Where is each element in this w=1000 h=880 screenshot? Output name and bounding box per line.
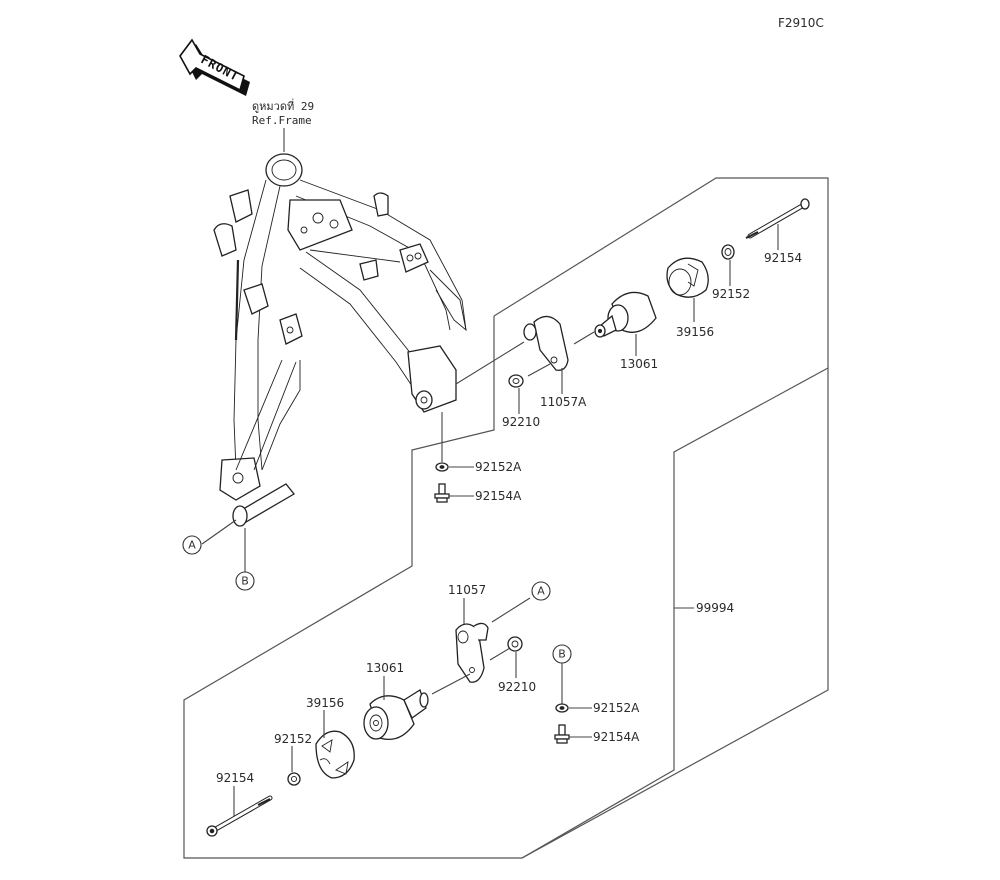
part-label-upper-92154A: 92154A (475, 489, 522, 503)
lower-cap-39156 (315, 730, 355, 779)
upper-nut-92210 (508, 374, 524, 388)
part-label-lower-11057: 11057 (448, 583, 486, 597)
part-label-upper-92210: 92210 (502, 415, 540, 429)
upper-bolt-92154A (434, 483, 450, 503)
lower-slider-13061 (363, 689, 429, 741)
frame-ref-label: Ref.Frame (252, 114, 312, 127)
part-label-upper-13061: 13061 (620, 357, 658, 371)
part-label-lower-92154A: 92154A (593, 730, 640, 744)
part-label-upper-92152: 92152 (712, 287, 750, 301)
part-label-upper-92152A: 92152A (475, 460, 522, 474)
part-label-upper-92154: 92154 (764, 251, 802, 265)
part-label-upper-39156: 39156 (676, 325, 714, 339)
part-label-lower-13061: 13061 (366, 661, 404, 675)
upper-slider-13061 (594, 291, 657, 338)
callout-a-bracket: A (531, 581, 551, 601)
part-label-lower-92210: 92210 (498, 680, 536, 694)
part-label-lower-92154: 92154 (216, 771, 254, 785)
callout-a-frame: A (182, 535, 202, 555)
lower-nut-92210 (507, 636, 523, 652)
part-label-lower-39156: 39156 (306, 696, 344, 710)
kit-divider (521, 367, 829, 859)
lower-bolt-92154 (206, 795, 273, 837)
callout-b-frame: B (235, 571, 255, 591)
frame-ref-thai: ดูหมวดที่ 29 (252, 98, 314, 113)
part-label-lower-92152A: 92152A (593, 701, 640, 715)
front-arrow-icon: FRONT (179, 38, 250, 96)
diagram-code: F2910C (778, 16, 824, 30)
motorcycle-frame (213, 153, 467, 527)
callout-b-bracket: B (552, 644, 572, 664)
svg-text:B: B (241, 575, 249, 588)
lower-bolt-92154A (554, 724, 570, 744)
part-label-lower-92152: 92152 (274, 732, 312, 746)
upper-collar-92152 (721, 244, 735, 260)
svg-text:A: A (188, 539, 196, 552)
upper-washer-92152A (435, 462, 449, 472)
upper-bolt-92154 (745, 198, 810, 239)
lower-bracket-11057 (455, 622, 489, 683)
part-label-upper-11057A: 11057A (540, 395, 587, 409)
svg-text:B: B (558, 648, 566, 661)
lower-collar-92152 (287, 772, 301, 786)
callout-a-leader (201, 519, 237, 545)
kit-part-number: 99994 (696, 601, 734, 615)
upper-axis-line (455, 341, 525, 385)
kit-boundary (183, 177, 829, 859)
lower-washer-92152A (555, 703, 569, 713)
upper-cap-39156 (666, 257, 709, 298)
svg-text:A: A (537, 585, 545, 598)
upper-bracket-11057A (523, 315, 569, 371)
